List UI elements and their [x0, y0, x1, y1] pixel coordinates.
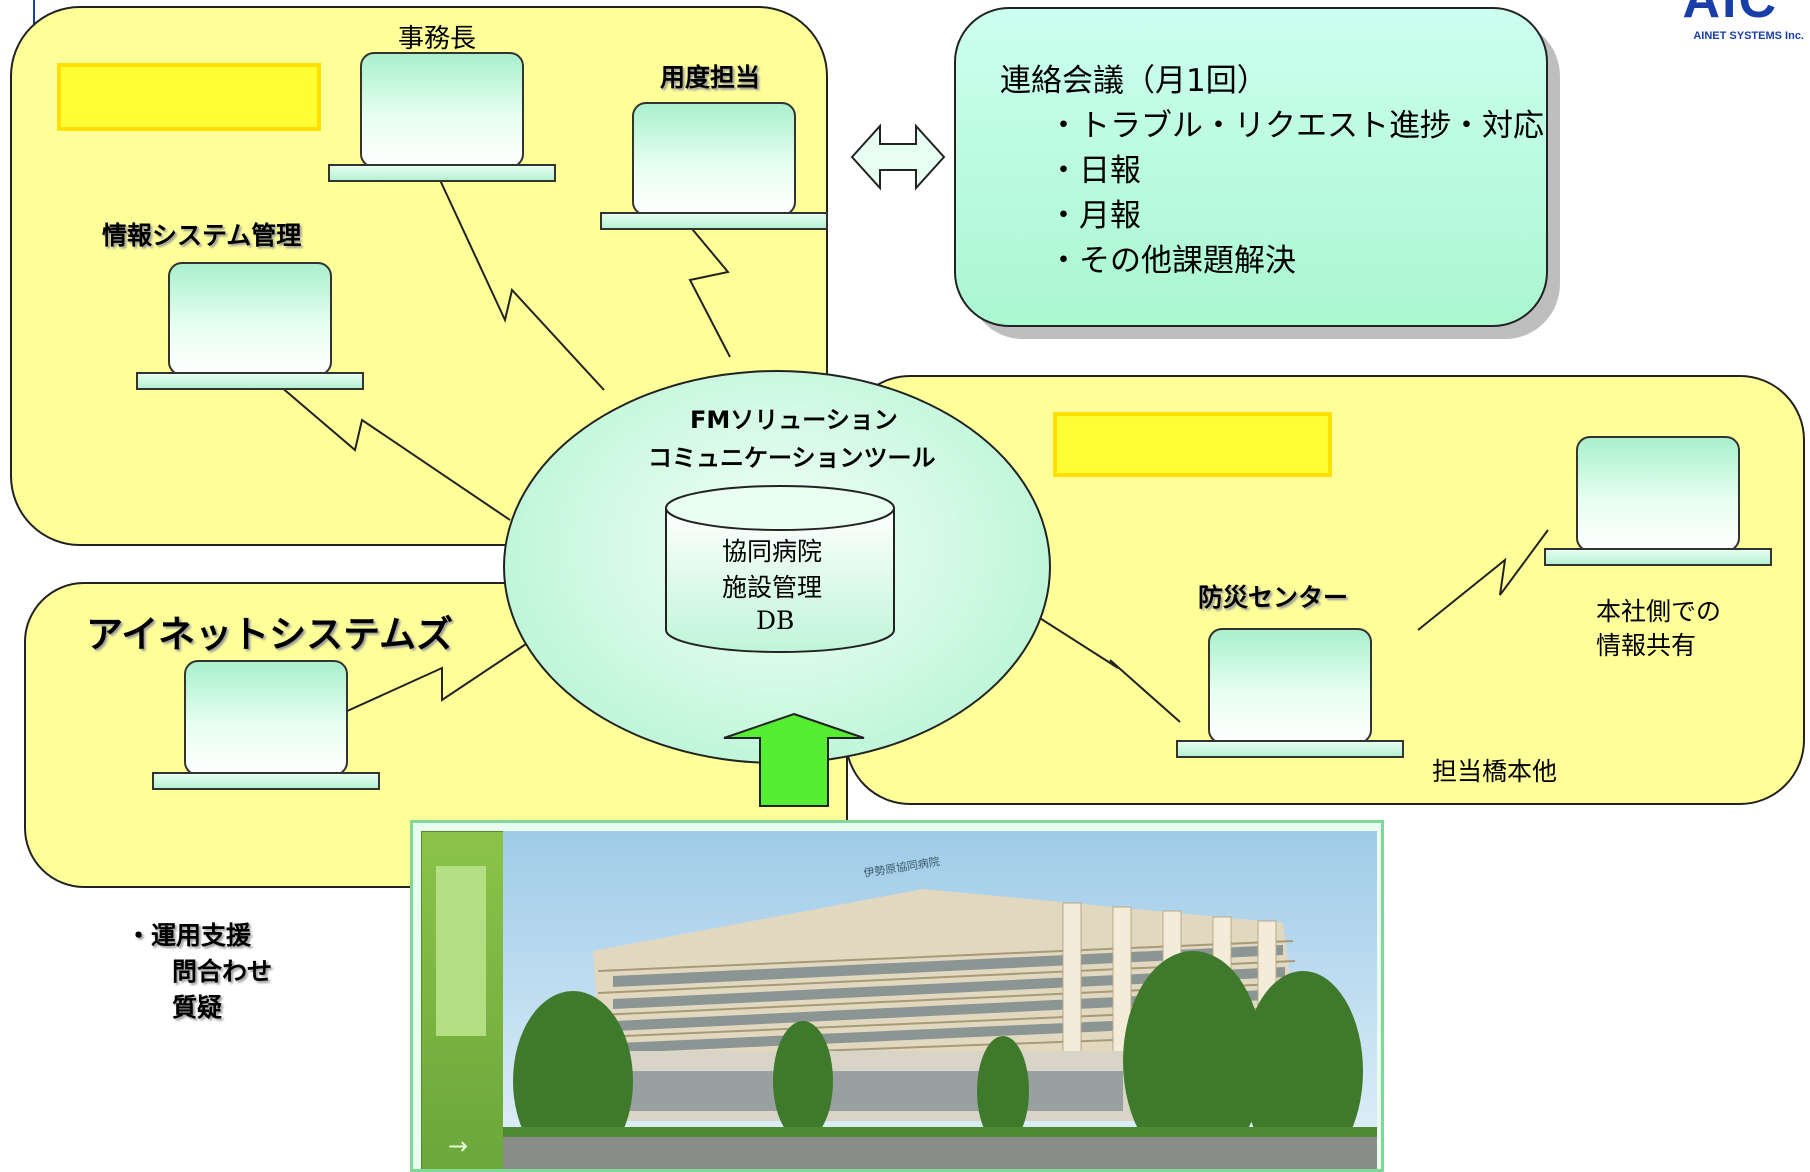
db-label-line2: 施設管理: [722, 573, 823, 602]
db-label-line3: DB: [756, 606, 795, 635]
company-logo: AIC AINET SYSTEMS Inc.: [1636, 0, 1806, 48]
supplies-label: 用度担当: [660, 63, 761, 92]
link-info-sys: [279, 385, 511, 521]
hq-label-line2: 情報共有: [1596, 631, 1697, 660]
hospital-building-photo: [503, 831, 1377, 1169]
laptop-supplies-base: [600, 212, 828, 230]
link-ainet: [344, 639, 533, 713]
hub-title-line1: FMソリューション: [690, 406, 898, 434]
photo-side-strip: →: [421, 831, 505, 1169]
meeting-title: 連絡会議（月1回）: [1000, 63, 1268, 99]
meeting-item: ・その他課題解決: [1048, 243, 1296, 279]
director-label: 事務長: [398, 24, 477, 54]
link-director: [439, 179, 605, 391]
laptop-director: [360, 52, 524, 168]
link-supplies: [682, 217, 731, 358]
meeting-item: ・日報: [1048, 153, 1141, 189]
laptop-ainet-base: [152, 772, 380, 790]
support-line1: ・運用支援: [126, 921, 252, 950]
hospital-photo-banner: →: [410, 820, 1384, 1172]
double-arrow-icon: [850, 123, 946, 191]
disaster-center-label: 防災センター: [1198, 583, 1349, 612]
laptop-supplies: [632, 102, 796, 216]
laptop-director-base: [328, 164, 556, 182]
hospital-highlight-label: [57, 63, 321, 131]
photo-side-strip-panel: [436, 866, 486, 1036]
meeting-box: [954, 7, 1548, 327]
laptop-ainet: [184, 660, 348, 776]
photo-next-arrow-icon[interactable]: →: [448, 1132, 469, 1160]
laptop-disaster-base: [1176, 740, 1404, 758]
db-label-line1: 協同病院: [722, 537, 823, 566]
support-line2: 問合わせ: [172, 957, 273, 986]
staff-label: 担当橋本他: [1432, 757, 1558, 786]
link-hq: [1417, 529, 1549, 631]
laptop-hq: [1576, 436, 1740, 552]
up-arrow-icon: [723, 712, 865, 807]
laptop-disaster: [1208, 628, 1372, 744]
disaster-highlight-label: [1053, 412, 1332, 477]
hub-title-line2: コミュニケーションツール: [648, 444, 936, 472]
info-sys-label: 情報システム管理: [102, 221, 302, 250]
ainet-title: アイネットシステムズ: [86, 613, 454, 656]
laptop-info-sys-base: [136, 372, 364, 390]
logo-company-name: AINET SYSTEMS Inc.: [1693, 30, 1804, 42]
laptop-hq-base: [1544, 548, 1772, 566]
support-line3: 質疑: [172, 993, 223, 1022]
logo-mark: AIC: [1682, 0, 1778, 29]
database-cylinder-icon: [665, 485, 895, 653]
link-disaster: [1034, 614, 1181, 723]
hq-label-line1: 本社側での: [1596, 597, 1722, 626]
meeting-item: ・月報: [1048, 198, 1141, 234]
laptop-info-sys: [168, 262, 332, 376]
meeting-item: ・トラブル・リクエスト進捗・対応: [1048, 108, 1544, 144]
